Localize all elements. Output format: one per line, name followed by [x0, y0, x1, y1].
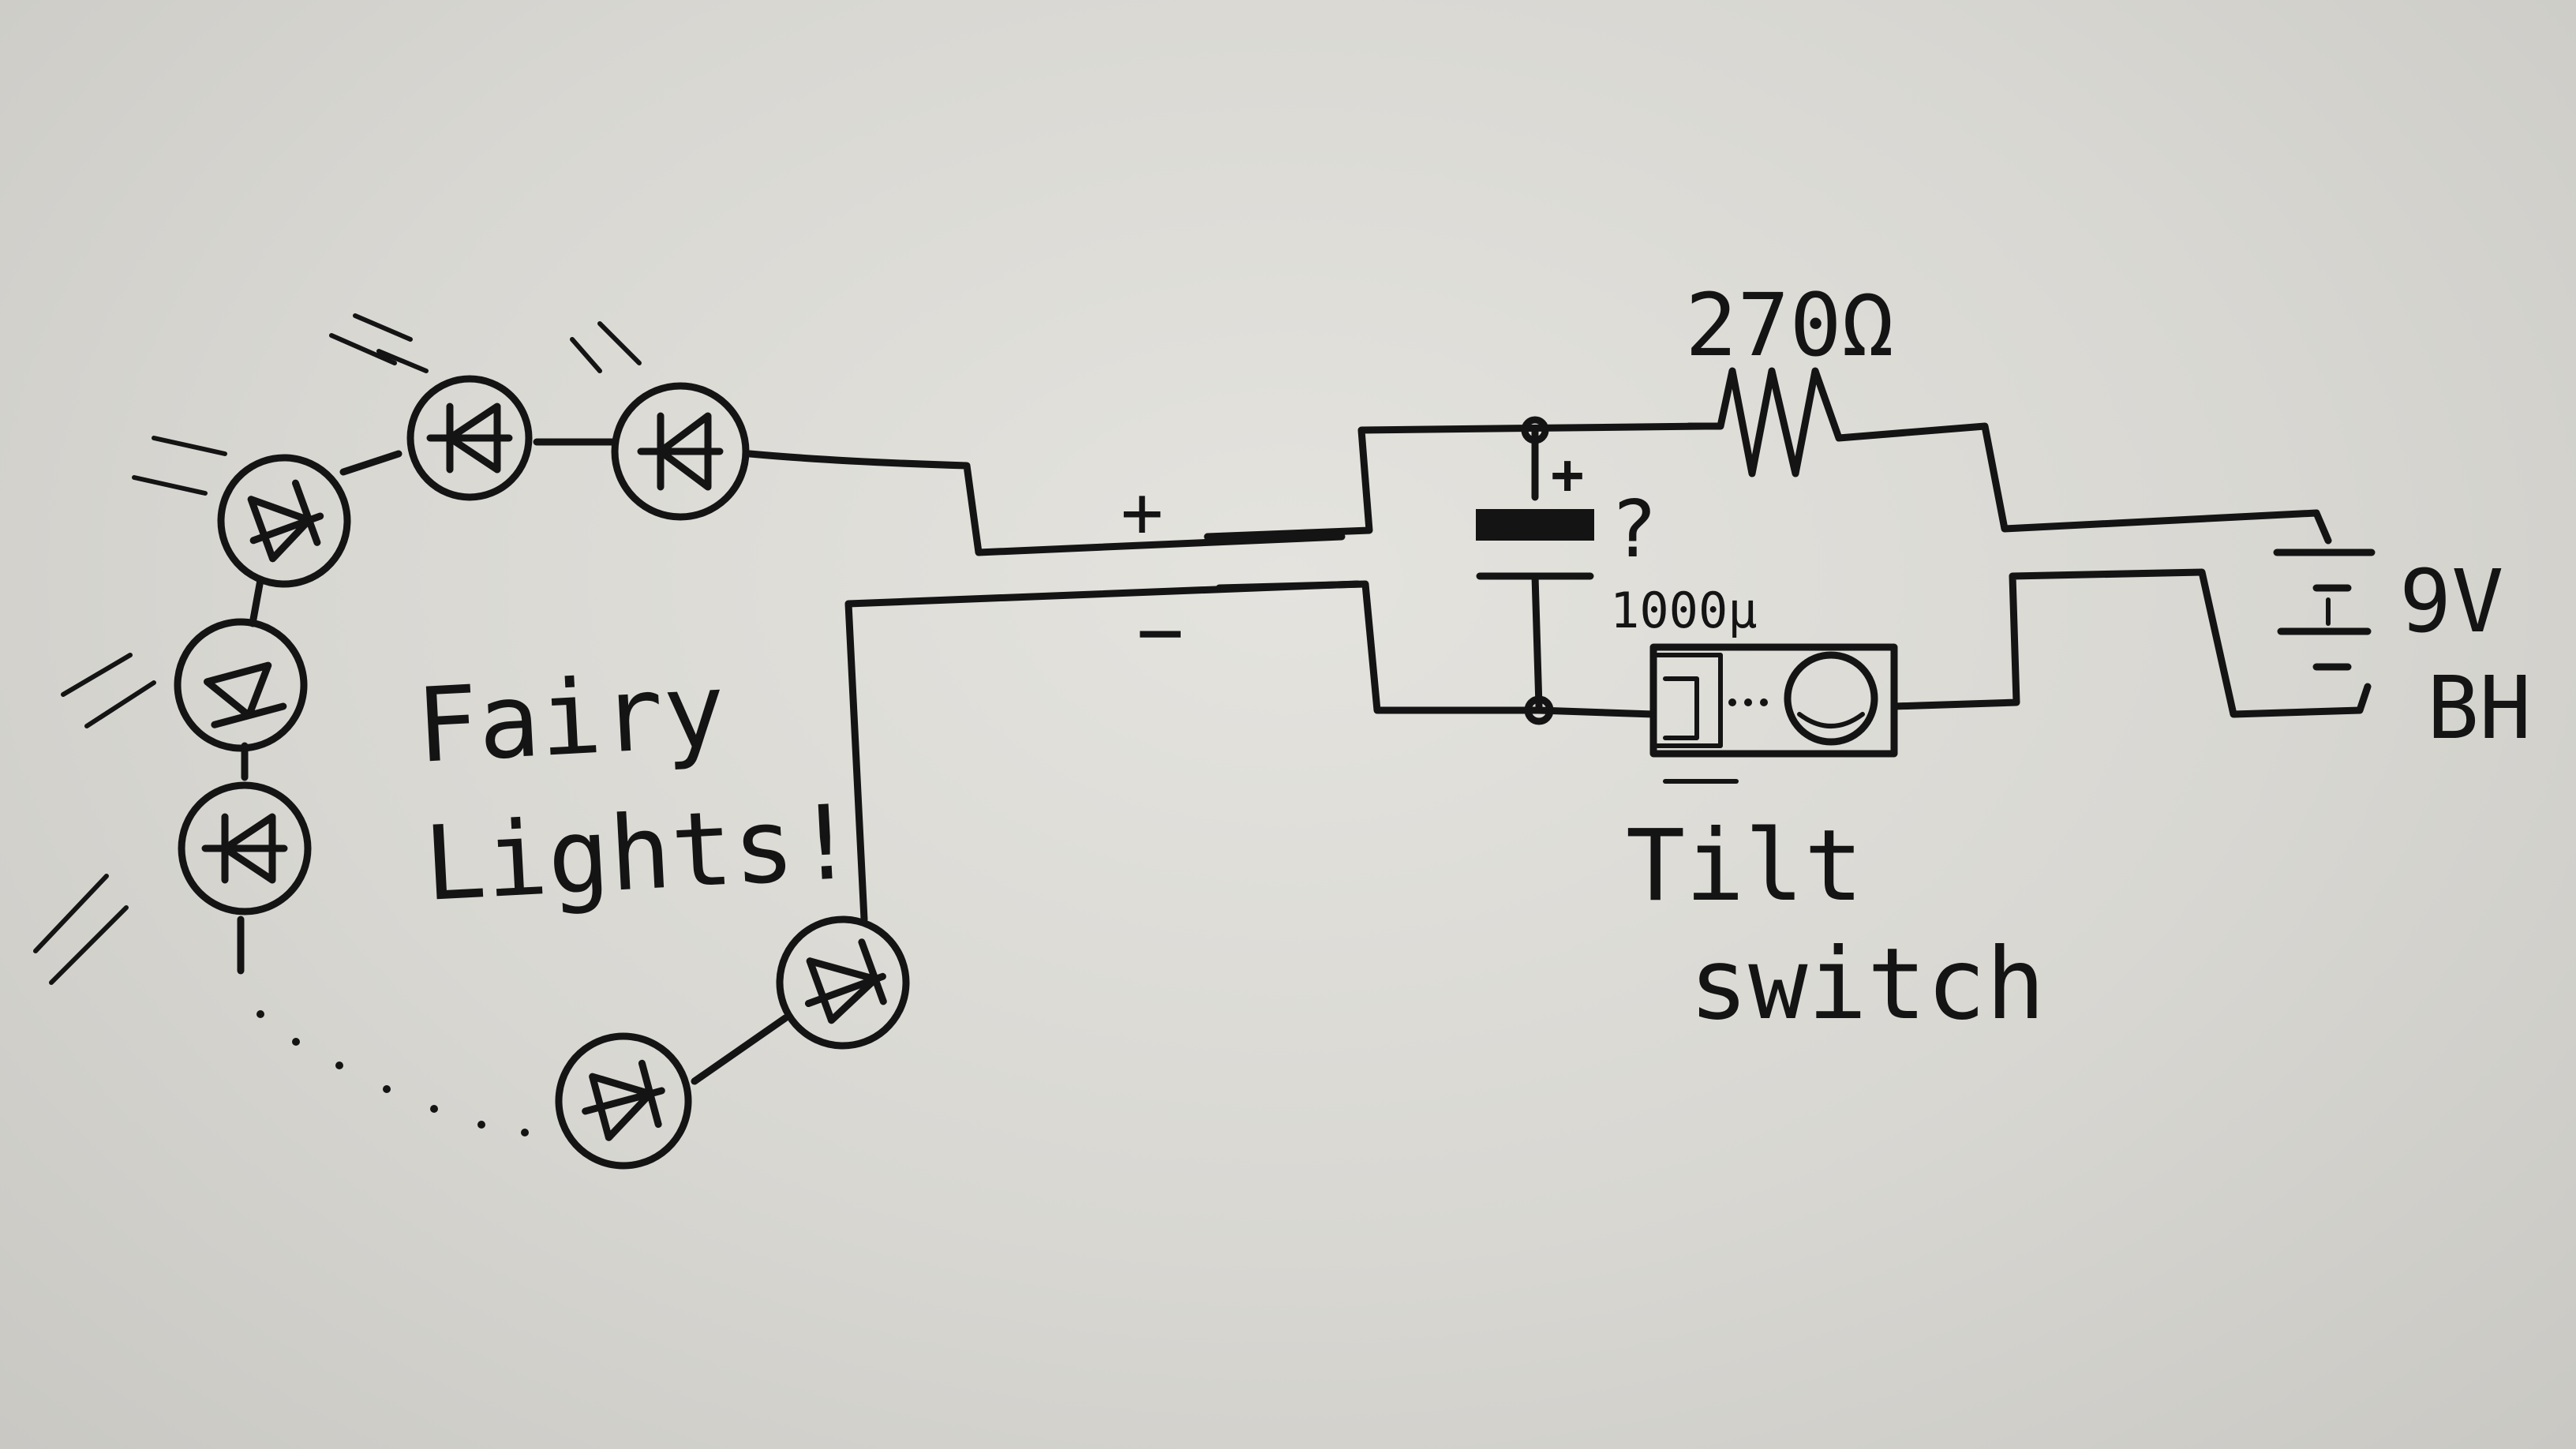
plus-label: +	[1121, 471, 1163, 554]
led	[611, 382, 750, 521]
led	[555, 1032, 692, 1170]
led	[406, 375, 533, 501]
capacitor-question-label: ?	[1610, 483, 1657, 575]
led-chain	[33, 313, 1361, 1170]
capacitor-symbol	[1476, 416, 1594, 725]
led	[178, 781, 312, 915]
wire-negative	[1215, 580, 1657, 718]
led	[174, 618, 308, 752]
light-rays	[33, 313, 642, 985]
capacitor-polarity-label: +	[1551, 442, 1584, 507]
fairy-lights-label-line1: Fairy	[414, 650, 728, 786]
resistor-label: 270Ω	[1685, 275, 1894, 376]
led-chain-dots	[256, 1010, 529, 1136]
led	[776, 915, 910, 1050]
minus-label: −	[1136, 586, 1184, 678]
tilt-switch-label-line1: Tilt	[1626, 809, 1863, 923]
power-circuit	[1204, 367, 2376, 784]
battery-label-line1: 9V	[2399, 551, 2503, 652]
led	[217, 454, 351, 588]
led-wire	[746, 450, 1346, 556]
tilt-switch-symbol	[1649, 643, 1898, 784]
fairy-lights-label-line2: Lights!	[421, 781, 859, 923]
resistor-symbol	[1685, 367, 2332, 545]
led-wire	[339, 450, 402, 476]
tilt-switch-label-line2: switch	[1689, 927, 2046, 1042]
led-wire	[691, 1014, 789, 1085]
wire-switch-battery	[1890, 568, 2372, 718]
capacitor-value-label: 1000μ	[1610, 582, 1758, 639]
battery-symbol	[2273, 549, 2376, 671]
battery-label-line2: BH	[2427, 657, 2531, 758]
led-wire	[844, 580, 1361, 923]
led-wire	[249, 576, 264, 627]
